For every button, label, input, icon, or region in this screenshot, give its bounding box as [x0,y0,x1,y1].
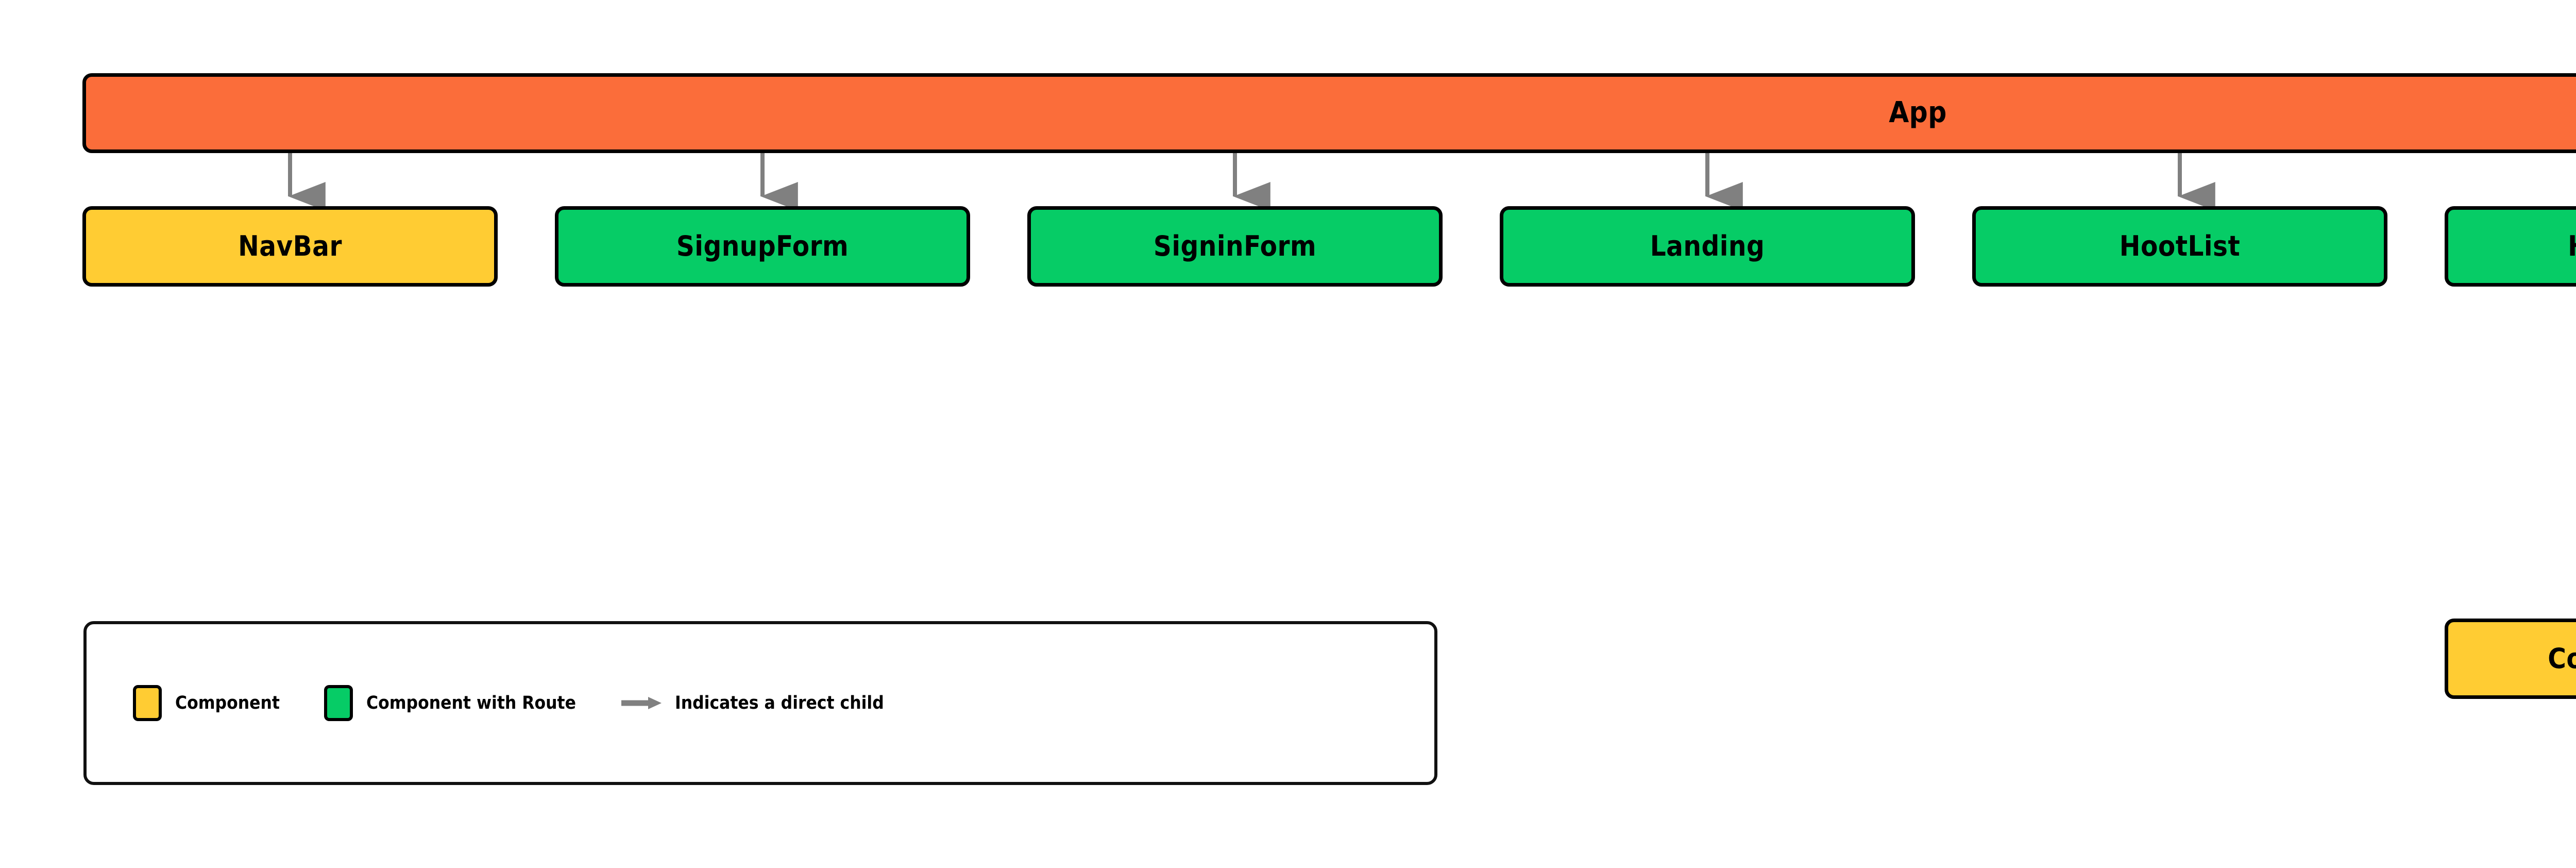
node-commentform[interactable]: CommentForm [2445,619,2576,699]
node-landing-label: Landing [1650,229,1765,262]
node-app[interactable]: App [82,73,2576,153]
legend-arrow-icon [621,697,662,709]
legend-label-component-with-route: Component with Route [366,693,576,713]
node-signupform[interactable]: SignupForm [555,206,970,287]
node-landing[interactable]: Landing [1500,206,1915,287]
node-hootdetails-label: HootDetails [2568,230,2576,262]
node-signinform-label: SigninForm [1153,229,1317,262]
node-hootdetails[interactable]: HootDetails [2445,206,2576,287]
legend-item-component: Component [133,685,280,721]
node-navbar[interactable]: NavBar [82,206,498,287]
legend-swatch-component-icon [133,685,162,721]
legend-item-component-with-route: Component with Route [324,685,576,721]
node-hootlist[interactable]: HootList [1972,206,2387,287]
legend-swatch-component-with-route-icon [324,685,353,721]
node-commentform-label: CommentForm [2548,642,2576,675]
node-hootlist-label: HootList [2119,229,2241,262]
node-signinform[interactable]: SigninForm [1027,206,1443,287]
node-navbar-label: NavBar [238,229,342,262]
node-app-label: App [1889,96,1947,130]
legend-panel: Component Component with Route Indicates… [83,621,1437,785]
legend-item-direct-child: Indicates a direct child [620,693,884,713]
node-signupform-label: SignupForm [676,229,849,262]
legend-label-direct-child: Indicates a direct child [674,693,884,713]
legend-label-component: Component [175,693,280,713]
